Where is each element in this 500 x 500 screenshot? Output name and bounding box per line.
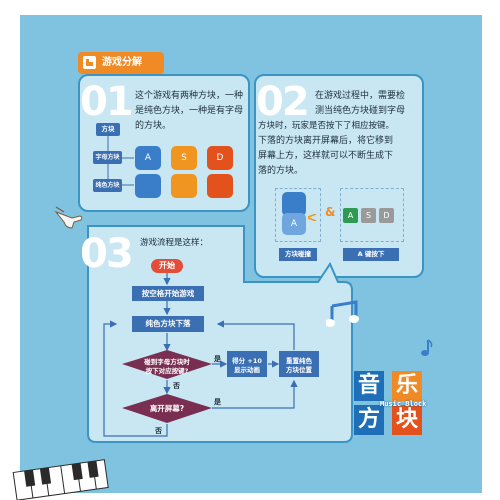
logo-char-3: 方: [354, 405, 384, 435]
label-no-2: 否: [155, 427, 162, 435]
pointing-hand-icon: [54, 204, 84, 230]
collision-box: [275, 188, 321, 242]
panel-section-2: [254, 74, 424, 278]
section1-line-3: 的方块。: [135, 121, 172, 131]
label-yes-1: 是: [214, 355, 221, 363]
ampersand: &: [325, 205, 336, 219]
key-s: S: [361, 208, 376, 223]
action-reset-line-1: 重置纯色: [286, 357, 312, 365]
section2-line-1: 在游戏过程中，需要检: [315, 91, 406, 101]
flow-start: 开始: [151, 259, 183, 273]
letter-square-s: S: [171, 146, 197, 170]
label-yes-2: 是: [214, 398, 221, 406]
section1-line-1: 这个游戏有两种方块，一种: [135, 91, 244, 101]
small-note-icon: [420, 338, 434, 358]
section2-line-6: 落的方块。: [258, 166, 304, 176]
spark-icon: [307, 206, 317, 222]
section3-intro: 游戏流程是这样：: [140, 238, 209, 248]
tag-block: 方块: [96, 123, 120, 136]
header-icon: [83, 56, 96, 69]
music-note-icon: [325, 300, 362, 330]
letter-square-d: D: [207, 146, 233, 170]
section2-line-2: 测当纯色方块碰到字母: [315, 106, 406, 116]
key-d: D: [379, 208, 394, 223]
header-title: 游戏分解: [102, 57, 142, 68]
logo-char-4: 块: [392, 405, 422, 435]
tag-pure-block: 纯色方块: [93, 179, 122, 192]
decision-1-line-2: 按下对应按键?: [145, 367, 189, 375]
flow-step-block-fall: 纯色方块下落: [132, 316, 204, 332]
flow-step-press-space: 按空格开始游戏: [132, 286, 204, 301]
section2-number: 02: [256, 79, 310, 125]
header-tab: 游戏分解: [78, 52, 164, 74]
pure-square-blue: [135, 174, 161, 198]
tag-letter-block: 字母方块: [93, 151, 122, 164]
flow-action-score: [227, 351, 267, 377]
pure-square-orange: [171, 174, 197, 198]
action-score-line-1: 得分 +10: [232, 357, 262, 365]
flow-action-reset: [279, 351, 319, 377]
hit-letter-square: A: [282, 213, 306, 235]
pure-square-red: [207, 174, 233, 198]
decision-2-text: 离开屏幕?: [149, 404, 185, 413]
section3-number: 03: [80, 231, 134, 277]
label-no-1: 否: [173, 382, 180, 390]
logo-char-2: 乐: [392, 371, 422, 401]
pure-falling-square: [282, 192, 306, 216]
section2-line-5: 屏幕上方，这样就可以不断生成下: [258, 151, 394, 161]
action-score-line-2: 显示动画: [234, 366, 260, 374]
section2-line-4: 下落的方块离开屏幕后，将它移到: [258, 136, 394, 146]
caption-touch: 方块碰撞: [279, 248, 317, 261]
logo-english: Music Block: [380, 400, 427, 408]
logo-char-1: 音: [354, 371, 384, 401]
keypress-box: [340, 188, 404, 242]
section1-line-2: 是纯色方块，一种是有字母: [135, 106, 244, 116]
key-a: A: [343, 208, 358, 223]
decision-1-line-1: 碰到字母方块时: [144, 358, 190, 366]
section2-line-3: 方块时，玩家是否按下了相应按键。: [258, 121, 395, 131]
action-reset-line-2: 方块位置: [286, 366, 312, 374]
section1-number: 01: [80, 79, 134, 125]
caption-key: A 键按下: [343, 248, 399, 261]
letter-square-a: A: [135, 146, 161, 170]
